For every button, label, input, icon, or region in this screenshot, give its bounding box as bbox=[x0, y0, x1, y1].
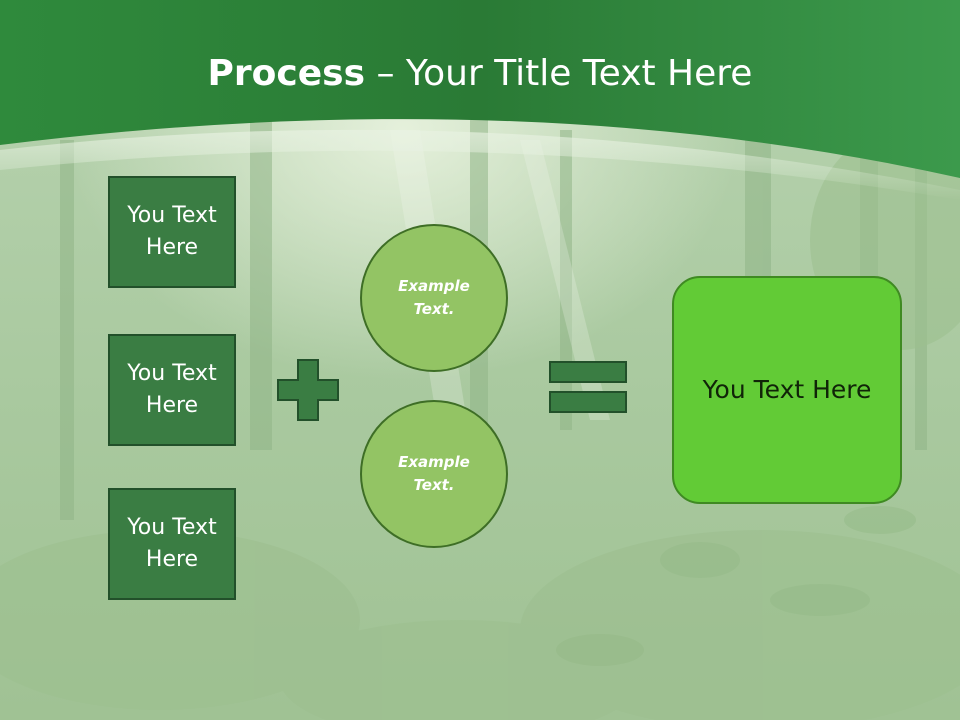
input-box-2: You Text Here bbox=[108, 334, 236, 446]
plus-icon bbox=[277, 359, 339, 421]
header-banner bbox=[0, 0, 960, 200]
input-box-1: You Text Here bbox=[108, 176, 236, 288]
result-box: You Text Here bbox=[672, 276, 902, 504]
title-rest-part: – Your Title Text Here bbox=[365, 53, 753, 94]
circle-label: Example Text. bbox=[398, 277, 470, 318]
input-box-label: You Text Here bbox=[127, 361, 217, 418]
slide-title: Process – Your Title Text Here bbox=[0, 50, 960, 98]
input-box-3: You Text Here bbox=[108, 488, 236, 600]
title-bold-part: Process bbox=[207, 53, 366, 94]
input-box-label: You Text Here bbox=[127, 515, 217, 572]
input-box-label: You Text Here bbox=[127, 203, 217, 260]
example-circle-2: Example Text. bbox=[360, 400, 508, 548]
equals-icon bbox=[549, 361, 627, 413]
example-circle-1: Example Text. bbox=[360, 224, 508, 372]
circle-label: Example Text. bbox=[398, 453, 470, 494]
result-box-label: You Text Here bbox=[702, 375, 872, 404]
